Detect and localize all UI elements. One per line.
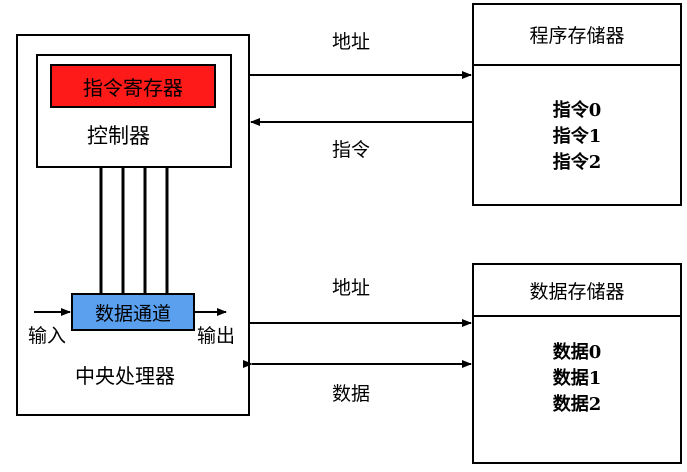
list-item: 数据2 [552,394,602,415]
data-address-label: 地址 [332,277,371,299]
program-memory-title: 程序存储器 [474,5,680,66]
cpu-box [16,34,250,416]
program-instruction-label: 指令 [332,139,371,161]
datapath-label: 数据通道 [94,302,171,325]
cpu-label: 中央处理器 [75,364,175,388]
control-bus-lines [99,168,169,293]
input-label: 输入 [28,325,67,347]
list-item: 指令1 [552,126,602,147]
data-memory-list: 数据0 数据1 数据2 [474,340,680,418]
datapath-box: 数据通道 [71,293,195,331]
instruction-register: 指令寄存器 [50,64,216,108]
output-label: 输出 [197,325,236,347]
instruction-register-label: 指令寄存器 [83,75,183,100]
list-item: 数据1 [552,368,602,389]
program-memory-box: 程序存储器 指令0 指令1 指令2 [472,3,682,206]
list-item: 指令0 [552,100,602,121]
list-item: 数据0 [552,342,602,363]
controller-label: 控制器 [87,124,150,148]
program-address-label: 地址 [332,31,371,53]
data-memory-title: 数据存储器 [474,265,680,317]
data-link-label: 数据 [332,383,371,405]
program-memory-list: 指令0 指令1 指令2 [474,98,680,176]
data-memory-box: 数据存储器 数据0 数据1 数据2 [472,263,682,464]
list-item: 指令2 [552,152,602,173]
